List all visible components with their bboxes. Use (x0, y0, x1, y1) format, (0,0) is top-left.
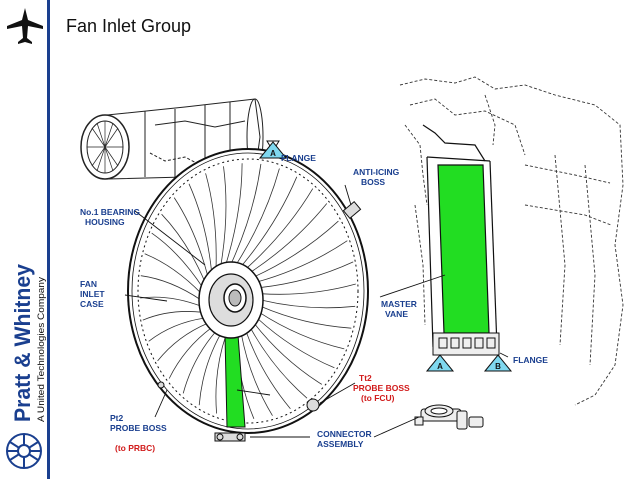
slide-title: Fan Inlet Group (66, 16, 192, 36)
bearing-label-1: No.1 BEARING (80, 207, 140, 217)
pt2-label-1: Pt2 (110, 413, 124, 423)
marker-b-bottom: B (483, 354, 513, 372)
brand-name: Pratt & Whitney (10, 263, 35, 422)
flange-top-label: FLANGE (281, 153, 316, 163)
fan-vane (144, 253, 202, 294)
fan-vane (161, 213, 206, 283)
tt2-label-3: (to FCU) (361, 393, 395, 403)
fan-vane (260, 305, 352, 329)
master-vane-side-highlight (437, 164, 490, 334)
fan-vane (157, 322, 209, 362)
master-vane-label-2: VANE (385, 309, 408, 319)
fan-vane (260, 299, 356, 309)
tt2-label-2: PROBE BOSS (353, 383, 410, 393)
connector-label-1: CONNECTOR (317, 429, 372, 439)
fan-vane (168, 327, 212, 379)
fan-label-2: INLET (80, 289, 105, 299)
fan-vane (142, 311, 203, 321)
fan-vane (256, 317, 335, 369)
fan-inlet-diagram: A A B FLANGE ANTI-ICING BOSS No.1 BEARIN… (80, 76, 624, 453)
fan-vane (182, 330, 217, 394)
fan-vane (198, 333, 222, 406)
fan-label-3: CASE (80, 299, 104, 309)
fan-vane (253, 220, 339, 278)
fan-label-1: FAN (80, 279, 97, 289)
vane-frame (422, 124, 498, 348)
anti-icing-label-2: BOSS (361, 177, 385, 187)
tt2-label-1: Tt2 (359, 373, 372, 383)
marker-a-bottom: A (425, 354, 455, 372)
brand-sidebar: Pratt & Whitney A United Technologies Co… (0, 0, 50, 479)
flange-bottom-label: FLANGE (513, 355, 548, 365)
fan-vane (258, 311, 345, 350)
fan-vane (205, 173, 217, 269)
fan-vane (148, 317, 206, 342)
fan-vane (253, 322, 323, 385)
fan-hub (198, 261, 264, 339)
fan-vane (250, 203, 328, 273)
marker-b-bottom-label: B (495, 362, 501, 371)
engine-section-outline (399, 76, 624, 406)
bearing-label-2: HOUSING (85, 217, 125, 227)
fan-vane (235, 168, 280, 265)
master-vane-label-1: MASTER (381, 299, 417, 309)
fan-vane (188, 183, 213, 273)
fan-vane (245, 331, 291, 409)
vane-base-flange (432, 332, 500, 356)
marker-a-top: A (258, 140, 288, 159)
fan-vane (259, 261, 354, 289)
fan-vane (245, 188, 314, 270)
company-logo (6, 433, 42, 469)
fan-vane (220, 166, 227, 267)
fan-vane (240, 333, 273, 416)
fan-vane (173, 197, 209, 277)
pt2-label-3: (to PRBC) (115, 443, 155, 453)
fan-vane (256, 240, 348, 283)
brand-wordmark: Pratt & Whitney A United Technologies Co… (10, 263, 47, 422)
airplane-icon (7, 8, 43, 44)
fan-vane (215, 335, 227, 414)
fan-vane (240, 176, 298, 267)
leader-lines (124, 156, 509, 438)
anti-icing-label-1: ANTI-ICING (353, 167, 400, 177)
connector-assembly (414, 404, 484, 430)
pt2-label-2: PROBE BOSS (110, 423, 167, 433)
connector-label-2: ASSEMBLY (317, 439, 364, 449)
marker-a-top-label: A (270, 149, 276, 158)
fan-vane (249, 327, 308, 399)
fan-vane (151, 232, 204, 288)
brand-tagline: A United Technologies Company (36, 277, 47, 422)
fan-vane (260, 283, 356, 295)
fan-vane (140, 275, 202, 301)
marker-a-bottom-label: A (437, 362, 443, 371)
fan-vane (225, 163, 243, 265)
fan-vane (230, 163, 262, 265)
case-bosses (157, 200, 362, 442)
